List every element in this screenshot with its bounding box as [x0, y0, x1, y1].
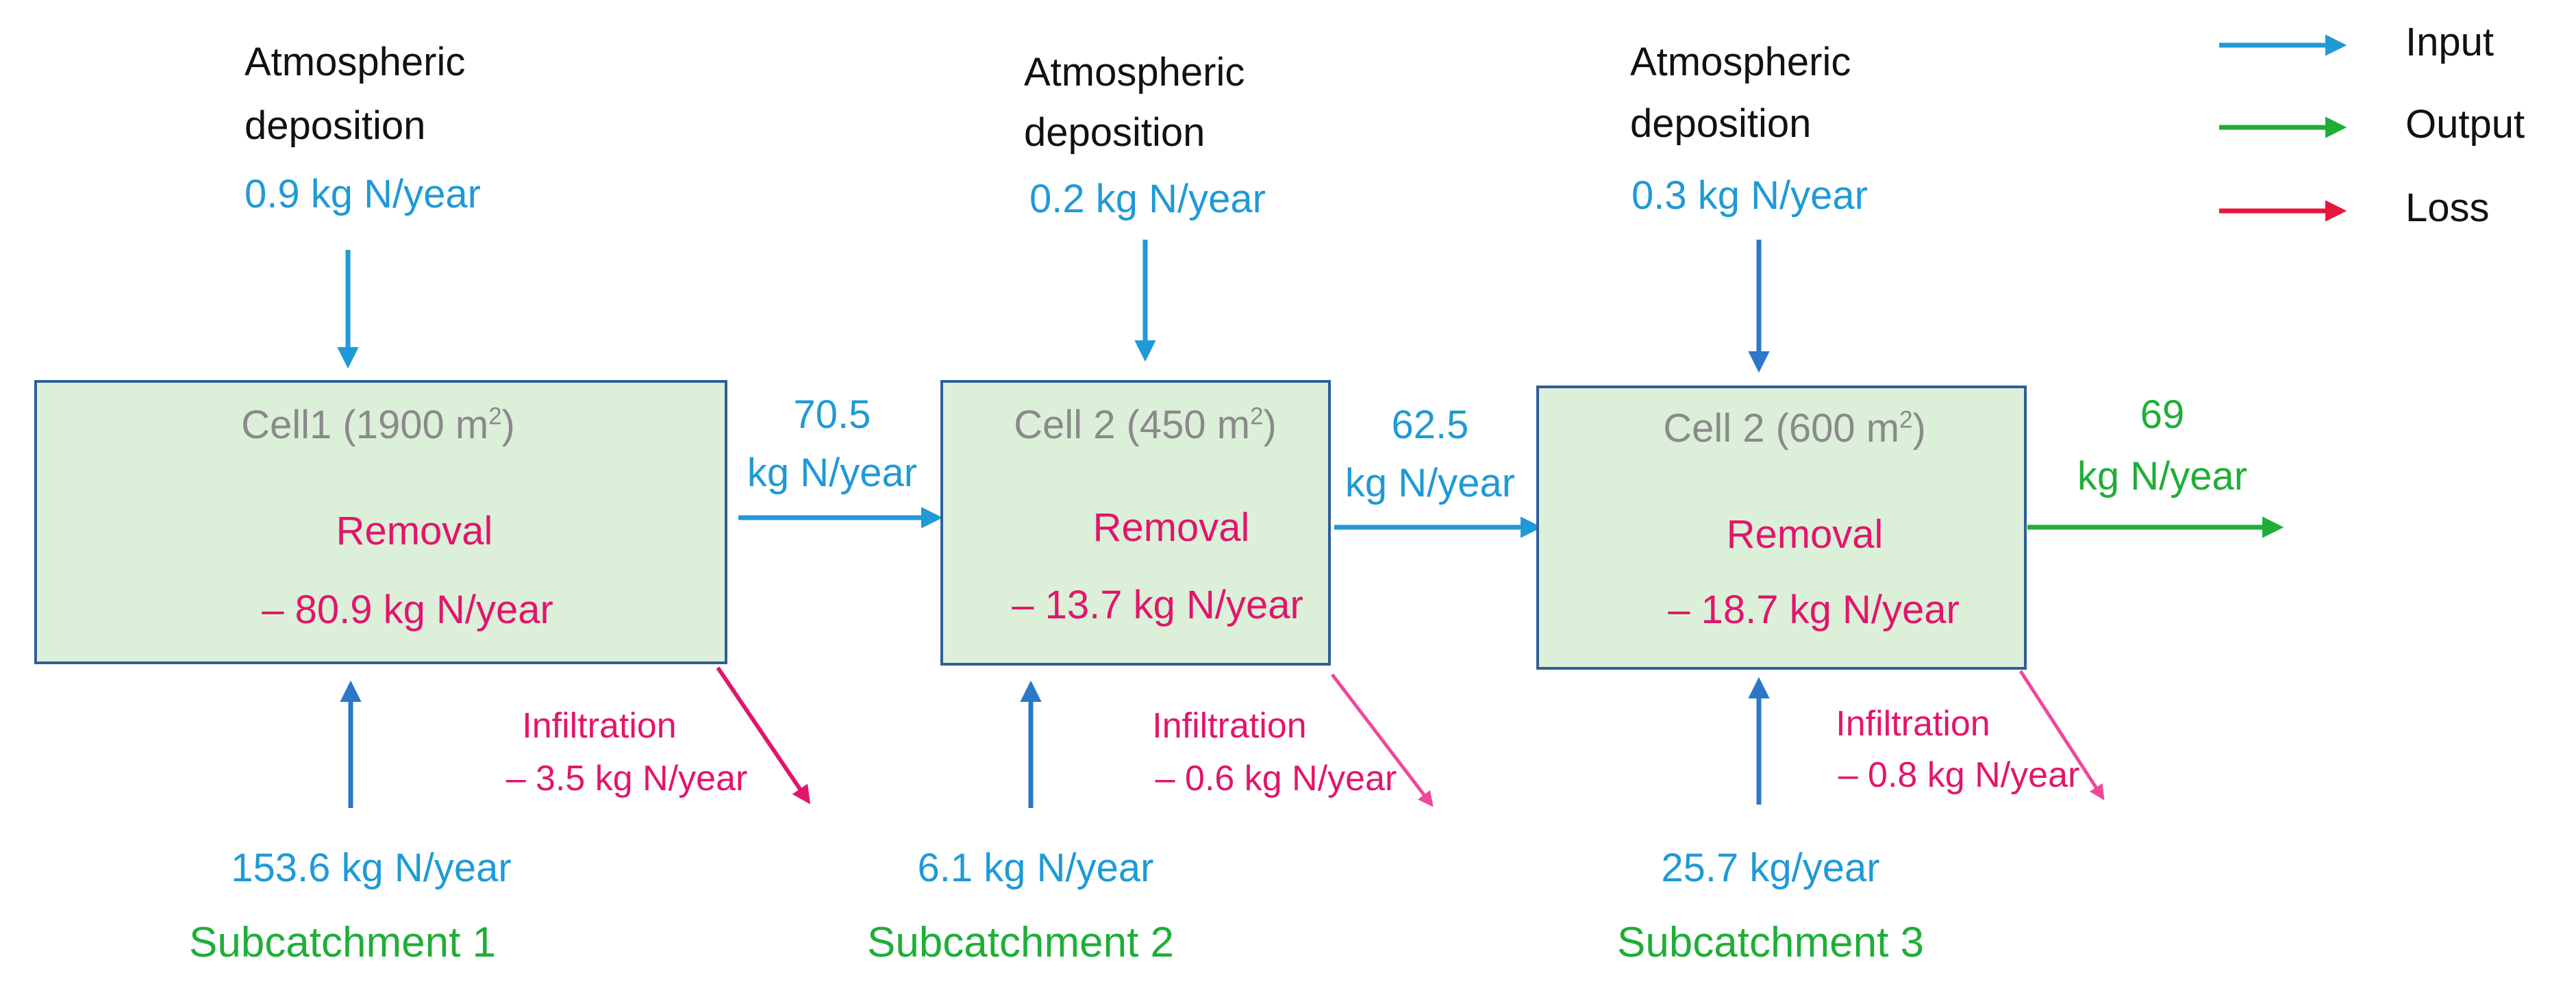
- cell-3-box: [1536, 386, 2027, 670]
- output-value: 69: [2140, 392, 2185, 437]
- cell-2-infiltration-value: – 0.6 kg N/year: [1155, 759, 1397, 798]
- cell-1-removal-value: – 80.9 kg N/year: [262, 588, 553, 632]
- cell-1-deposition-line2: deposition: [245, 103, 426, 148]
- flow-2-unit: kg N/year: [1345, 461, 1516, 505]
- cell-2-deposition-line1: Atmospheric: [1024, 50, 1245, 94]
- cell-1-infiltration-label: Infiltration: [522, 706, 677, 746]
- subcatchment-3-value: 25.7 kg/year: [1661, 846, 1880, 890]
- cell-3-deposition-value: 0.3 kg N/year: [1631, 173, 1868, 218]
- cell-3-title: Cell 2 (600 m2): [1663, 406, 1926, 451]
- legend-loss-label: Loss: [2405, 186, 2490, 230]
- subcatchment-1-label: Subcatchment 1: [188, 919, 497, 966]
- cell-1-removal-label: Removal: [336, 509, 493, 553]
- infiltration-arrow-cell-3: [2018, 670, 2105, 800]
- infiltration-arrow-cell-2: [1331, 673, 1434, 807]
- subcatchment-2-label: Subcatchment 2: [866, 919, 1175, 966]
- cell-2-removal-value: – 13.7 kg N/year: [1012, 583, 1303, 627]
- legend-input-label: Input: [2405, 20, 2494, 64]
- cell-1-deposition-line1: Atmospheric: [245, 40, 466, 84]
- flow-1-value: 70.5: [793, 392, 871, 437]
- cell-2-box: [940, 380, 1331, 666]
- cell-2-removal-label: Removal: [1092, 505, 1250, 550]
- flow-1-unit: kg N/year: [747, 451, 918, 495]
- subcatchment-1-value: 153.6 kg N/year: [231, 846, 512, 890]
- cell-2-infiltration-label: Infiltration: [1152, 706, 1307, 746]
- cell-3-removal-label: Removal: [1726, 512, 1884, 557]
- output-unit: kg N/year: [2077, 454, 2248, 498]
- cell-2-title: Cell 2 (450 m2): [1014, 403, 1277, 447]
- cell-3-infiltration-value: – 0.8 kg N/year: [1838, 755, 2080, 795]
- cell-3-infiltration-label: Infiltration: [1836, 704, 1990, 744]
- infiltration-arrow-cell-1: [716, 666, 811, 805]
- subcatchment-3-label: Subcatchment 3: [1616, 919, 1925, 966]
- cell-3-removal-value: – 18.7 kg N/year: [1668, 588, 1960, 632]
- cell-3-deposition-line2: deposition: [1630, 101, 1812, 146]
- cell-1-infiltration-value: – 3.5 kg N/year: [505, 759, 748, 798]
- legend-output-label: Output: [2405, 102, 2525, 147]
- cell-3-deposition-line1: Atmospheric: [1630, 40, 1851, 84]
- cell-1-box: [34, 380, 727, 664]
- cell-1-title: Cell1 (1900 m2): [241, 403, 515, 447]
- cell-2-deposition-line2: deposition: [1024, 110, 1205, 155]
- cell-2-deposition-value: 0.2 kg N/year: [1029, 177, 1266, 221]
- subcatchment-2-value: 6.1 kg N/year: [917, 846, 1154, 890]
- flow-2-value: 62.5: [1391, 403, 1469, 447]
- cell-1-deposition-value: 0.9 kg N/year: [245, 172, 481, 216]
